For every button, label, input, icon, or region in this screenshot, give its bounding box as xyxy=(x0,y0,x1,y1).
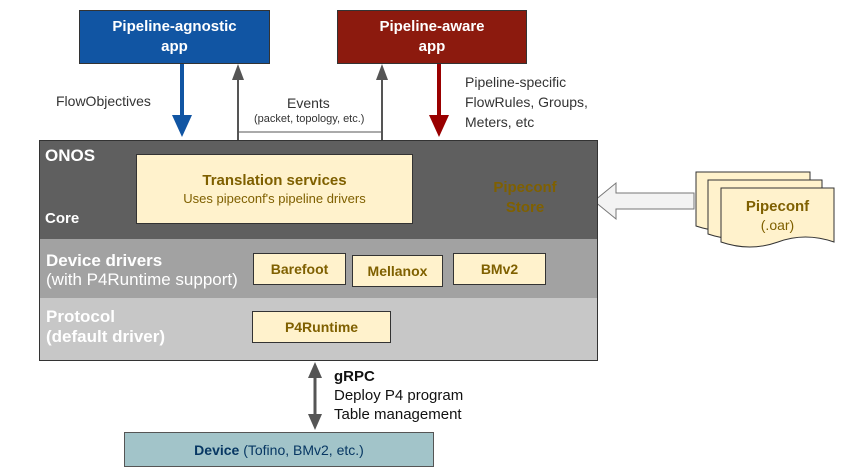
device-drivers-title: Device drivers xyxy=(46,251,163,270)
device-box: Device (Tofino, BMv2, etc.) xyxy=(124,432,434,467)
grpc-label: gRPC Deploy P4 program Table management xyxy=(334,367,463,424)
grpc-table-line: Table management xyxy=(334,406,462,423)
grpc-title: gRPC xyxy=(334,368,375,385)
translation-services-title: Translation services xyxy=(202,172,347,189)
pipeline-agnostic-app-box: Pipeline-agnostic app xyxy=(79,10,270,64)
pipeconf-store-line-1: Pipeconf xyxy=(493,179,557,196)
driver-bmv2: BMv2 xyxy=(453,253,546,285)
pipeline-specific-line-3: Meters, etc xyxy=(465,114,535,130)
protocol-p4runtime: P4Runtime xyxy=(252,311,391,343)
pipeline-specific-line-1: Pipeline-specific xyxy=(465,74,567,90)
driver-barefoot: Barefoot xyxy=(253,253,346,285)
pipeline-specific-label: Pipeline-specific FlowRules, Groups, Met… xyxy=(465,72,588,132)
driver-mellanox: Mellanox xyxy=(352,255,443,287)
pipeline-specific-line-2: FlowRules, Groups, xyxy=(465,94,588,110)
pipeconf-file-title: Pipeconf xyxy=(745,198,810,215)
onos-title: ONOS xyxy=(45,146,96,165)
device-title: Device xyxy=(194,441,240,458)
events-arrow-right xyxy=(376,64,388,140)
agnostic-app-subtitle: app xyxy=(161,38,188,55)
translation-services-subtitle: Uses pipeconf's pipeline drivers xyxy=(183,191,366,206)
aware-app-subtitle: app xyxy=(418,38,446,55)
core-label: Core xyxy=(45,210,80,227)
pipeconf-store-label: Pipeconf Store xyxy=(455,178,595,218)
grpc-arrow xyxy=(308,362,322,430)
grpc-deploy-line: Deploy P4 program xyxy=(334,387,464,404)
translation-services-box: Translation services Uses pipeconf's pip… xyxy=(136,154,413,224)
pipeconf-file-label: Pipeconf (.oar) xyxy=(721,197,834,235)
pipeconf-load-arrow xyxy=(593,181,695,221)
pipeconf-file-stack xyxy=(695,171,835,248)
flowobjectives-label: FlowObjectives xyxy=(56,93,151,109)
protocol-title: Protocol xyxy=(46,307,115,326)
flowobjectives-arrow xyxy=(172,63,192,137)
events-bracket xyxy=(237,128,383,133)
events-sub-label: (packet, topology, etc.) xyxy=(254,113,365,125)
device-drivers-subtitle: (with P4Runtime support) xyxy=(46,270,238,289)
aware-app-title: Pipeline-aware xyxy=(379,18,485,35)
pipeconf-store-line-2: Store xyxy=(505,199,545,216)
protocol-subtitle: (default driver) xyxy=(46,327,166,346)
device-examples: (Tofino, BMv2, etc.) xyxy=(239,441,364,458)
pipeline-aware-app-box: Pipeline-aware app xyxy=(337,10,527,64)
agnostic-app-title: Pipeline-agnostic xyxy=(112,18,237,35)
pipeconf-file-extension: (.oar) xyxy=(760,217,795,233)
flowrules-arrow xyxy=(429,63,449,137)
events-label: Events xyxy=(287,95,330,111)
